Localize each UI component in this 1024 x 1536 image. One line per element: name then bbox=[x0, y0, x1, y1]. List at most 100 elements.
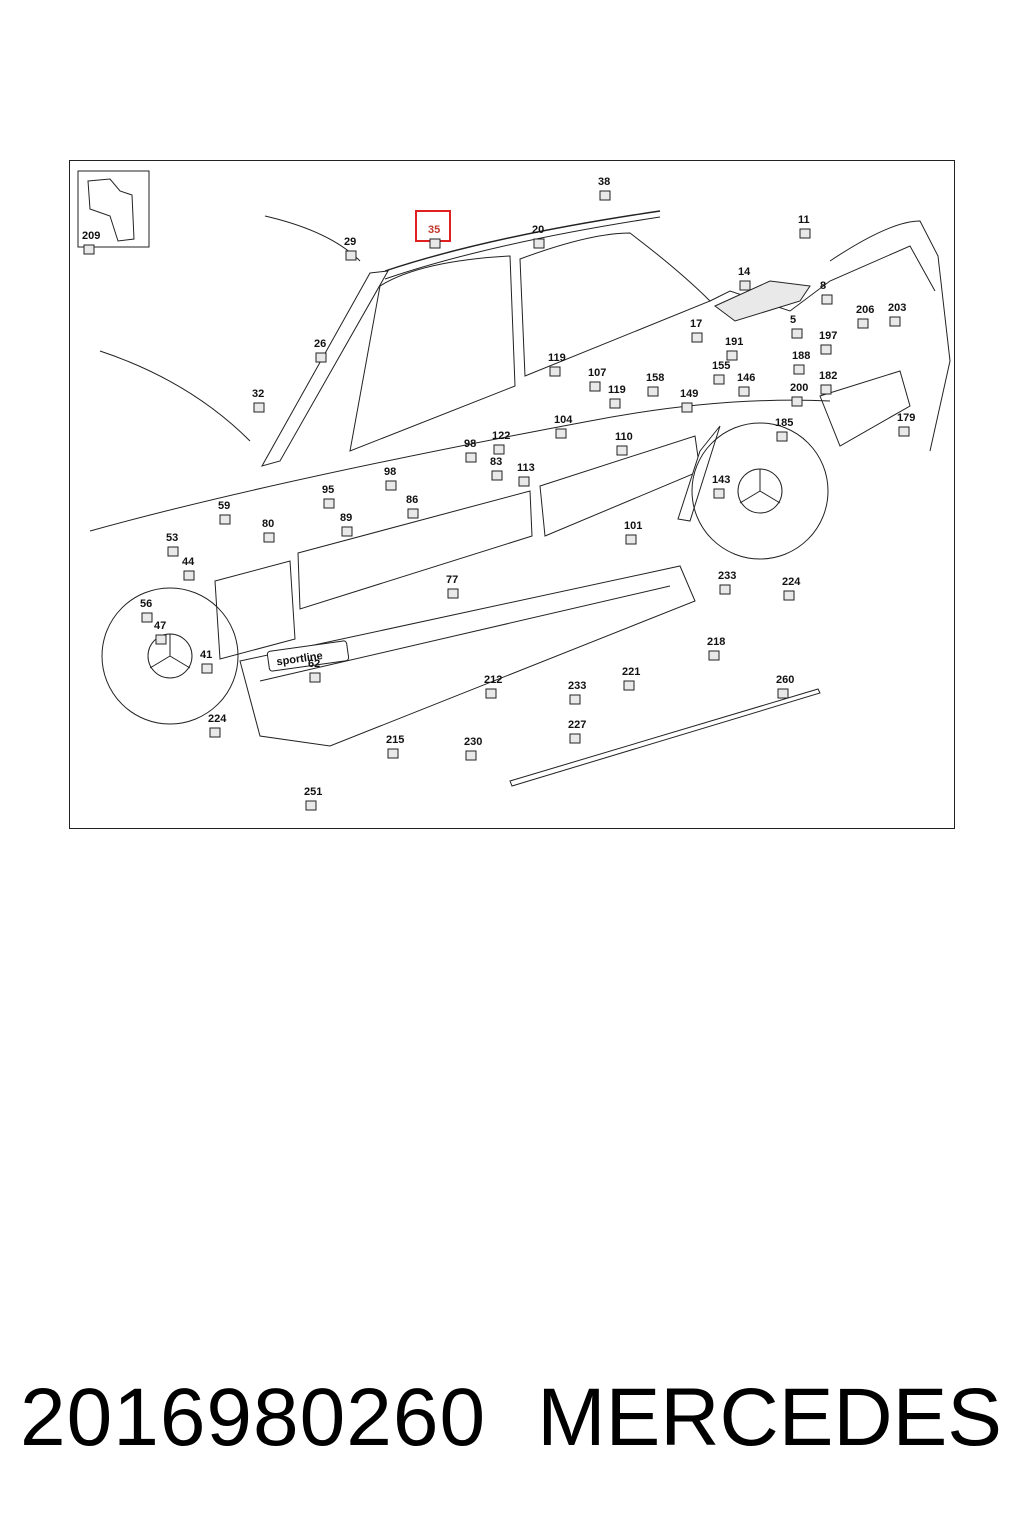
part-label-89[interactable]: 89 bbox=[340, 512, 352, 524]
part-label-98[interactable]: 98 bbox=[384, 466, 396, 478]
part-label-101[interactable]: 101 bbox=[624, 520, 642, 532]
part-label-233[interactable]: 233 bbox=[718, 570, 736, 582]
part-label-182[interactable]: 182 bbox=[819, 370, 837, 382]
clip-part-95 bbox=[323, 498, 335, 509]
part-label-98[interactable]: 98 bbox=[464, 438, 476, 450]
clip-part-89 bbox=[341, 526, 353, 537]
clip-part-35 bbox=[429, 238, 441, 249]
part-label-122[interactable]: 122 bbox=[492, 430, 510, 442]
rear-quarter-trim bbox=[819, 370, 911, 447]
belt-line bbox=[89, 399, 831, 532]
part-label-206[interactable]: 206 bbox=[856, 304, 874, 316]
part-label-230[interactable]: 230 bbox=[464, 736, 482, 748]
clip-part-221 bbox=[623, 680, 635, 691]
part-label-59[interactable]: 59 bbox=[218, 500, 230, 512]
part-label-20[interactable]: 20 bbox=[532, 224, 544, 236]
part-label-197[interactable]: 197 bbox=[819, 330, 837, 342]
part-label-11[interactable]: 11 bbox=[798, 214, 810, 226]
part-label-185[interactable]: 185 bbox=[775, 417, 793, 429]
clip-part-206 bbox=[857, 318, 869, 329]
part-label-233[interactable]: 233 bbox=[568, 680, 586, 692]
clip-part-203 bbox=[889, 316, 901, 327]
clip-part-209 bbox=[83, 244, 95, 255]
clip-part-77 bbox=[447, 588, 459, 599]
part-label-44[interactable]: 44 bbox=[182, 556, 195, 568]
part-label-143[interactable]: 143 bbox=[712, 474, 730, 486]
clip-part-53 bbox=[167, 546, 179, 557]
part-label-221[interactable]: 221 bbox=[622, 666, 640, 678]
part-label-224[interactable]: 224 bbox=[782, 576, 801, 588]
part-label-188[interactable]: 188 bbox=[792, 350, 810, 362]
front-wheel bbox=[101, 587, 239, 725]
part-label-158[interactable]: 158 bbox=[646, 372, 664, 384]
part-label-179[interactable]: 179 bbox=[897, 412, 915, 424]
part-label-26[interactable]: 26 bbox=[314, 338, 326, 350]
clip-part-14 bbox=[739, 280, 751, 291]
clip-part-146 bbox=[738, 386, 750, 397]
part-label-32[interactable]: 32 bbox=[252, 388, 264, 400]
part-label-149[interactable]: 149 bbox=[680, 388, 698, 400]
part-label-17[interactable]: 17 bbox=[690, 318, 702, 330]
part-label-95[interactable]: 95 bbox=[322, 484, 334, 496]
part-label-80[interactable]: 80 bbox=[262, 518, 274, 530]
part-label-119[interactable]: 119 bbox=[608, 384, 626, 396]
part-label-251[interactable]: 251 bbox=[304, 786, 322, 798]
clip-part-215 bbox=[387, 748, 399, 759]
part-label-191[interactable]: 191 bbox=[725, 336, 743, 348]
clip-part-233 bbox=[719, 584, 731, 595]
clip-part-17 bbox=[691, 332, 703, 343]
part-label-38[interactable]: 38 bbox=[598, 176, 610, 188]
clip-part-113 bbox=[518, 476, 530, 487]
fender-moulding bbox=[214, 560, 296, 660]
part-label-77[interactable]: 77 bbox=[446, 574, 458, 586]
part-label-227[interactable]: 227 bbox=[568, 719, 586, 731]
part-label-86[interactable]: 86 bbox=[406, 494, 418, 506]
part-label-107[interactable]: 107 bbox=[588, 367, 606, 379]
part-label-146[interactable]: 146 bbox=[737, 372, 755, 384]
part-label-47[interactable]: 47 bbox=[154, 620, 166, 632]
clip-part-32 bbox=[253, 402, 265, 413]
part-label-29[interactable]: 29 bbox=[344, 236, 356, 248]
clip-part-227 bbox=[569, 733, 581, 744]
front-door-moulding bbox=[297, 490, 533, 610]
clip-part-26 bbox=[315, 352, 327, 363]
part-label-83[interactable]: 83 bbox=[490, 456, 502, 468]
clip-part-8 bbox=[821, 294, 833, 305]
part-label-212[interactable]: 212 bbox=[484, 674, 502, 686]
clip-part-197 bbox=[820, 344, 832, 355]
clip-part-122 bbox=[493, 444, 505, 455]
clip-part-29 bbox=[345, 250, 357, 261]
trunk-trim bbox=[714, 280, 811, 322]
part-label-5[interactable]: 5 bbox=[790, 314, 796, 326]
part-label-260[interactable]: 260 bbox=[776, 674, 794, 686]
clip-part-119 bbox=[609, 398, 621, 409]
part-label-53[interactable]: 53 bbox=[166, 532, 178, 544]
part-label-218[interactable]: 218 bbox=[707, 636, 725, 648]
part-label-119[interactable]: 119 bbox=[548, 352, 566, 364]
part-label-104[interactable]: 104 bbox=[554, 414, 573, 426]
part-label-203[interactable]: 203 bbox=[888, 302, 906, 314]
part-label-14[interactable]: 14 bbox=[738, 266, 751, 278]
clip-part-86 bbox=[407, 508, 419, 519]
part-label-215[interactable]: 215 bbox=[386, 734, 404, 746]
trunk-line bbox=[709, 245, 936, 312]
part-label-41[interactable]: 41 bbox=[200, 649, 212, 661]
part-label-62[interactable]: 62 bbox=[308, 658, 320, 670]
clip-part-38 bbox=[599, 190, 611, 201]
part-label-155[interactable]: 155 bbox=[712, 360, 730, 372]
rear-wheel-trim bbox=[677, 425, 721, 522]
clip-part-5 bbox=[791, 328, 803, 339]
part-label-209[interactable]: 209 bbox=[82, 230, 100, 242]
part-label-110[interactable]: 110 bbox=[615, 431, 633, 443]
clip-part-47 bbox=[155, 634, 167, 645]
part-label-56[interactable]: 56 bbox=[140, 598, 152, 610]
part-label-224[interactable]: 224 bbox=[208, 713, 227, 725]
part-label-200[interactable]: 200 bbox=[790, 382, 808, 394]
part-label-8[interactable]: 8 bbox=[820, 280, 826, 292]
rear-window-frame bbox=[519, 232, 711, 377]
clip-part-143 bbox=[713, 488, 725, 499]
clip-part-98 bbox=[465, 452, 477, 463]
part-label-35[interactable]: 35 bbox=[428, 224, 440, 236]
part-label-113[interactable]: 113 bbox=[517, 462, 535, 474]
